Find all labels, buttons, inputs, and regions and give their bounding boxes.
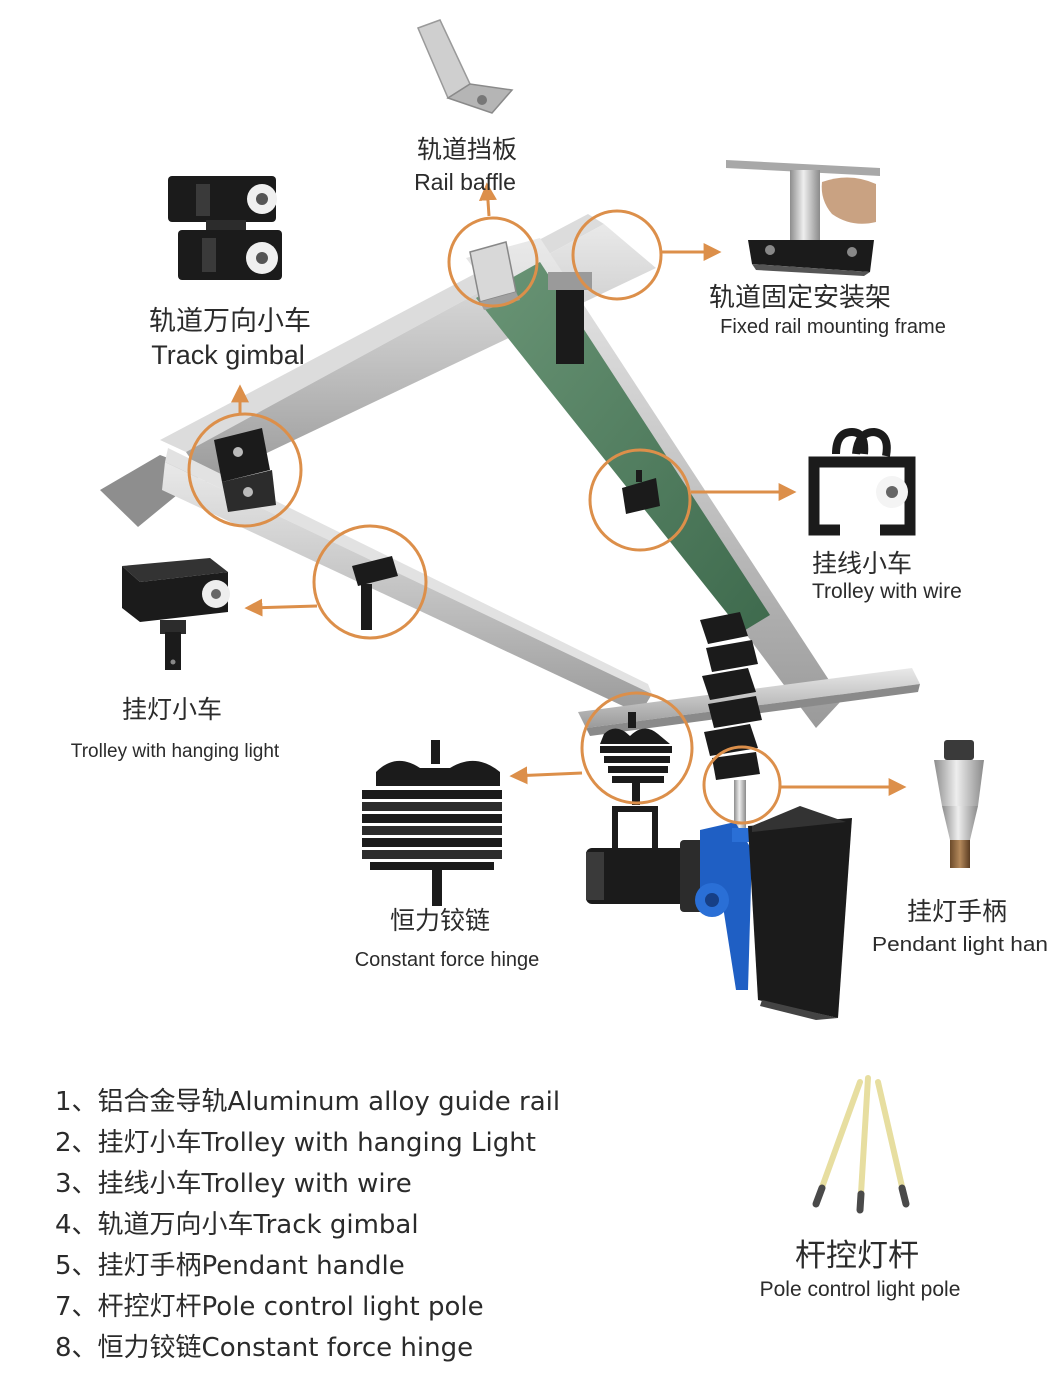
- rail-baffle-picture: [416, 19, 514, 114]
- label-track-gimbal-en: Track gimbal: [151, 340, 305, 370]
- circle-hinge: [580, 691, 694, 805]
- hand-shape: [821, 177, 876, 224]
- arrow-rail-baffle: [478, 182, 497, 217]
- label-fixed-frame-en: Fixed rail mounting frame: [720, 316, 946, 338]
- arrow-hinge: [509, 766, 583, 785]
- light-trolley-on-rail: [352, 556, 398, 630]
- blue-bracket: [695, 822, 752, 990]
- circle-trolley-wire: [588, 448, 692, 552]
- trolley-with-wire-picture: [808, 427, 916, 536]
- parts-list-item: 8、恒力铰链Constant force hinge: [55, 1333, 473, 1363]
- fixed-mounting-frame-picture: [726, 160, 880, 276]
- gimbal-on-rail: [214, 428, 276, 512]
- label-trolley-wire-zh: 挂线小车: [812, 549, 912, 578]
- constant-force-hinge-picture: [362, 740, 502, 906]
- label-rail-baffle-en: Rail baffle: [414, 169, 516, 195]
- callout-arrows: [231, 182, 907, 796]
- parts-list-item: 4、轨道万向小车Track gimbal: [55, 1210, 419, 1240]
- label-track-gimbal: 轨道万向小车 Track gimbal: [149, 306, 311, 370]
- rail-lower-left-front: [162, 462, 652, 714]
- callout-circles: [187, 209, 782, 825]
- parts-list-item: 3、挂线小车Trolley with wire: [55, 1169, 412, 1199]
- label-hinge-zh: 恒力铰链: [390, 906, 490, 935]
- pole-control-light-pole-picture: [812, 1075, 910, 1214]
- pendant-handle-picture: [934, 740, 984, 868]
- rail-diagonal-green-face: [476, 262, 770, 632]
- label-rail-baffle-zh: 轨道挡板: [417, 135, 517, 164]
- circle-pendant-handle: [702, 745, 782, 825]
- label-rail-baffle: 轨道挡板 Rail baffle: [414, 135, 517, 195]
- label-trolley-wire-en: Trolley with wire: [812, 580, 962, 603]
- label-pole-en: Pole control light pole: [760, 1278, 961, 1301]
- wire-trolley-on-rail: [622, 470, 660, 514]
- parts-list-item: 1、铝合金导轨Aluminum alloy guide rail: [55, 1087, 560, 1117]
- parts-list: 1、铝合金导轨Aluminum alloy guide rail 2、挂灯小车T…: [55, 1087, 560, 1363]
- parts-list-item: 2、挂灯小车Trolley with hanging Light: [55, 1128, 536, 1158]
- label-pendant-handle-zh: 挂灯手柄: [907, 897, 1007, 926]
- parts-list-item: 5、挂灯手柄Pendant handle: [55, 1251, 405, 1281]
- aluminum-guide-rail-assembly: [100, 214, 920, 1020]
- barn-doors: [748, 806, 852, 1020]
- arrow-trolley-light: [244, 598, 318, 617]
- label-trolley-light-en: Trolley with hanging light: [71, 741, 280, 762]
- trolley-with-hanging-light-picture: [122, 558, 230, 670]
- label-pendant-handle-en: Pendant light han: [872, 934, 1048, 956]
- circle-fixed-frame: [571, 209, 663, 301]
- circle-rail-baffle: [447, 216, 539, 308]
- label-fixed-frame: 轨道固定安装架 Fixed rail mounting frame: [709, 283, 946, 338]
- hanging-spine: [700, 612, 762, 830]
- label-trolley-wire: 挂线小车 Trolley with wire: [812, 549, 962, 603]
- label-track-gimbal-zh: 轨道万向小车: [149, 306, 311, 337]
- label-trolley-light-zh: 挂灯小车: [122, 695, 222, 724]
- circle-track-gimbal: [187, 412, 303, 528]
- track-gimbal-picture: [168, 176, 282, 280]
- label-fixed-frame-zh: 轨道固定安装架: [709, 283, 891, 313]
- label-pole-zh: 杆控灯杆: [795, 1238, 919, 1274]
- label-hinge: 恒力铰链 Constant force hinge: [355, 906, 540, 971]
- circle-trolley-light: [312, 524, 428, 640]
- mount-on-rail: [548, 272, 592, 364]
- label-hinge-en: Constant force hinge: [355, 949, 540, 971]
- spotlight-fixture: [586, 806, 706, 912]
- label-pendant-handle: 挂灯手柄 Pendant light han: [872, 897, 1048, 956]
- label-trolley-light: 挂灯小车 Trolley with hanging light: [71, 695, 280, 762]
- parts-list-item: 7、杆控灯杆Pole control light pole: [55, 1292, 484, 1322]
- label-pole: 杆控灯杆 Pole control light pole: [760, 1238, 961, 1301]
- hinge-on-rail: [600, 712, 672, 805]
